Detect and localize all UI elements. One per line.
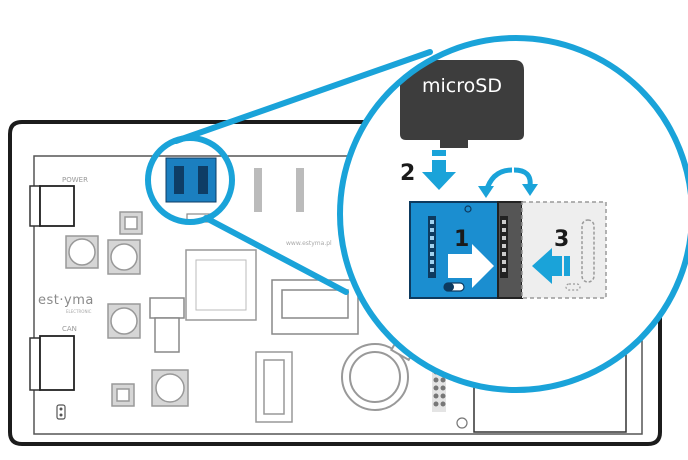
- edge-tab-top: [29, 185, 41, 227]
- step-1-label: 1: [454, 227, 469, 252]
- step-2-label: 2: [400, 161, 415, 186]
- processor-chip: [185, 249, 257, 321]
- rotate-arrow-head-left: [478, 186, 494, 198]
- slot-cover-outline: [521, 201, 607, 299]
- power-label: POWER: [62, 176, 88, 184]
- eeprom-chip: [255, 351, 293, 423]
- jumper: [56, 404, 66, 420]
- small-focus-circle: [145, 135, 235, 225]
- estyma-logo-subtext: ELECTRONIC: [66, 309, 92, 314]
- board-url: www.estyma.pl: [286, 240, 332, 247]
- zoom-circle-border: [337, 35, 688, 393]
- microsd-label: microSD: [422, 75, 502, 97]
- can-connector: [39, 335, 75, 391]
- arrow-down-icon: [422, 150, 456, 190]
- arrow-left-icon: [532, 248, 570, 284]
- terminal-block: [271, 279, 359, 335]
- power-connector: [39, 185, 75, 227]
- board-screw: [456, 417, 468, 429]
- rotate-arrow-head-right: [522, 184, 538, 196]
- relay: [149, 297, 185, 353]
- capacitors: [65, 211, 189, 407]
- callout-connectors: [173, 49, 433, 295]
- pin-rows: [254, 168, 304, 212]
- arrow-right-icon: [448, 244, 494, 288]
- can-label: CAN: [62, 325, 77, 333]
- estyma-logo: est·yma: [38, 293, 94, 308]
- slot-contacts-right: [502, 220, 506, 272]
- sd-slot-holder: [409, 201, 523, 299]
- edge-tab-bottom: [29, 337, 41, 391]
- microsd-card: microSD: [400, 60, 524, 148]
- board-sd-slot: [165, 157, 217, 203]
- slot-contacts-left: [430, 220, 434, 272]
- step-3-label: 3: [554, 227, 569, 252]
